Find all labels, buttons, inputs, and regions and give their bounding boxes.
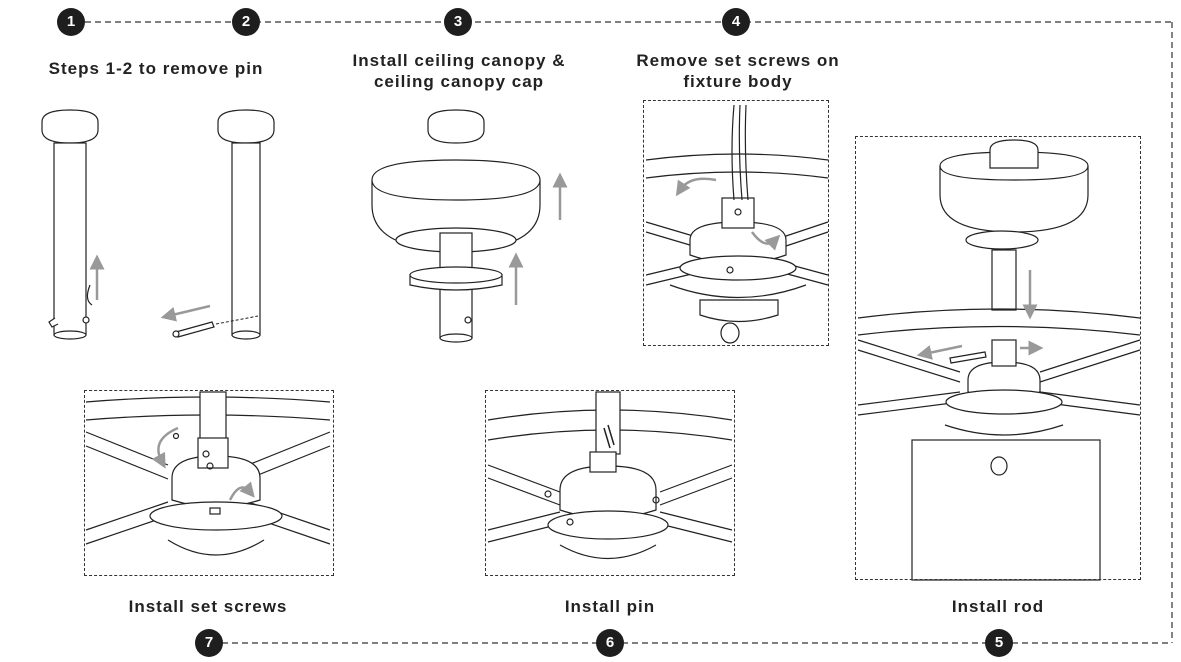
step-badge-1: 1 <box>57 8 85 36</box>
step2-rod-illustration <box>172 109 275 340</box>
caption-step-4-line1: Remove set screws on <box>636 51 840 70</box>
step-badge-4: 4 <box>722 8 750 36</box>
step7-rotate-arrow-2 <box>228 481 255 501</box>
step-path <box>85 21 1173 644</box>
step4-rotate-arrow-2 <box>750 231 781 251</box>
step-badge-5: 5 <box>985 629 1013 657</box>
caption-step-5: Install rod <box>951 597 1045 616</box>
step2-pin-arrow <box>160 304 211 322</box>
step1-rod-illustration <box>41 109 99 340</box>
step-badge-6: 6 <box>596 629 624 657</box>
step5-rod-illustration <box>857 139 1141 581</box>
caption-step-3-line1: Install ceiling canopy & <box>352 51 566 70</box>
caption-step-3-line2: ceiling canopy cap <box>373 72 545 91</box>
step4-frame <box>643 100 829 346</box>
step-badge-3: 3 <box>444 8 472 36</box>
step4-rotate-arrow-1 <box>675 177 717 197</box>
caption-steps-1-2: Steps 1-2 to remove pin <box>48 59 264 78</box>
caption-step-6: Install pin <box>564 597 656 616</box>
step5-pin-arrow <box>916 344 963 360</box>
step-badge-2: 2 <box>232 8 260 36</box>
step3-canopy-illustration <box>371 109 541 343</box>
step5-frame <box>855 136 1141 580</box>
step6-frame <box>485 390 735 576</box>
step4-fixture-illustration <box>645 104 829 344</box>
caption-step-7: Install set screws <box>128 597 288 616</box>
step7-screws-illustration <box>85 391 331 556</box>
step-badge-7: 7 <box>195 629 223 657</box>
step7-rotate-arrow-1 <box>151 426 179 469</box>
caption-step-4-line2: fixture body <box>683 72 793 91</box>
step6-pin-illustration <box>487 391 733 559</box>
step7-frame <box>84 390 334 576</box>
